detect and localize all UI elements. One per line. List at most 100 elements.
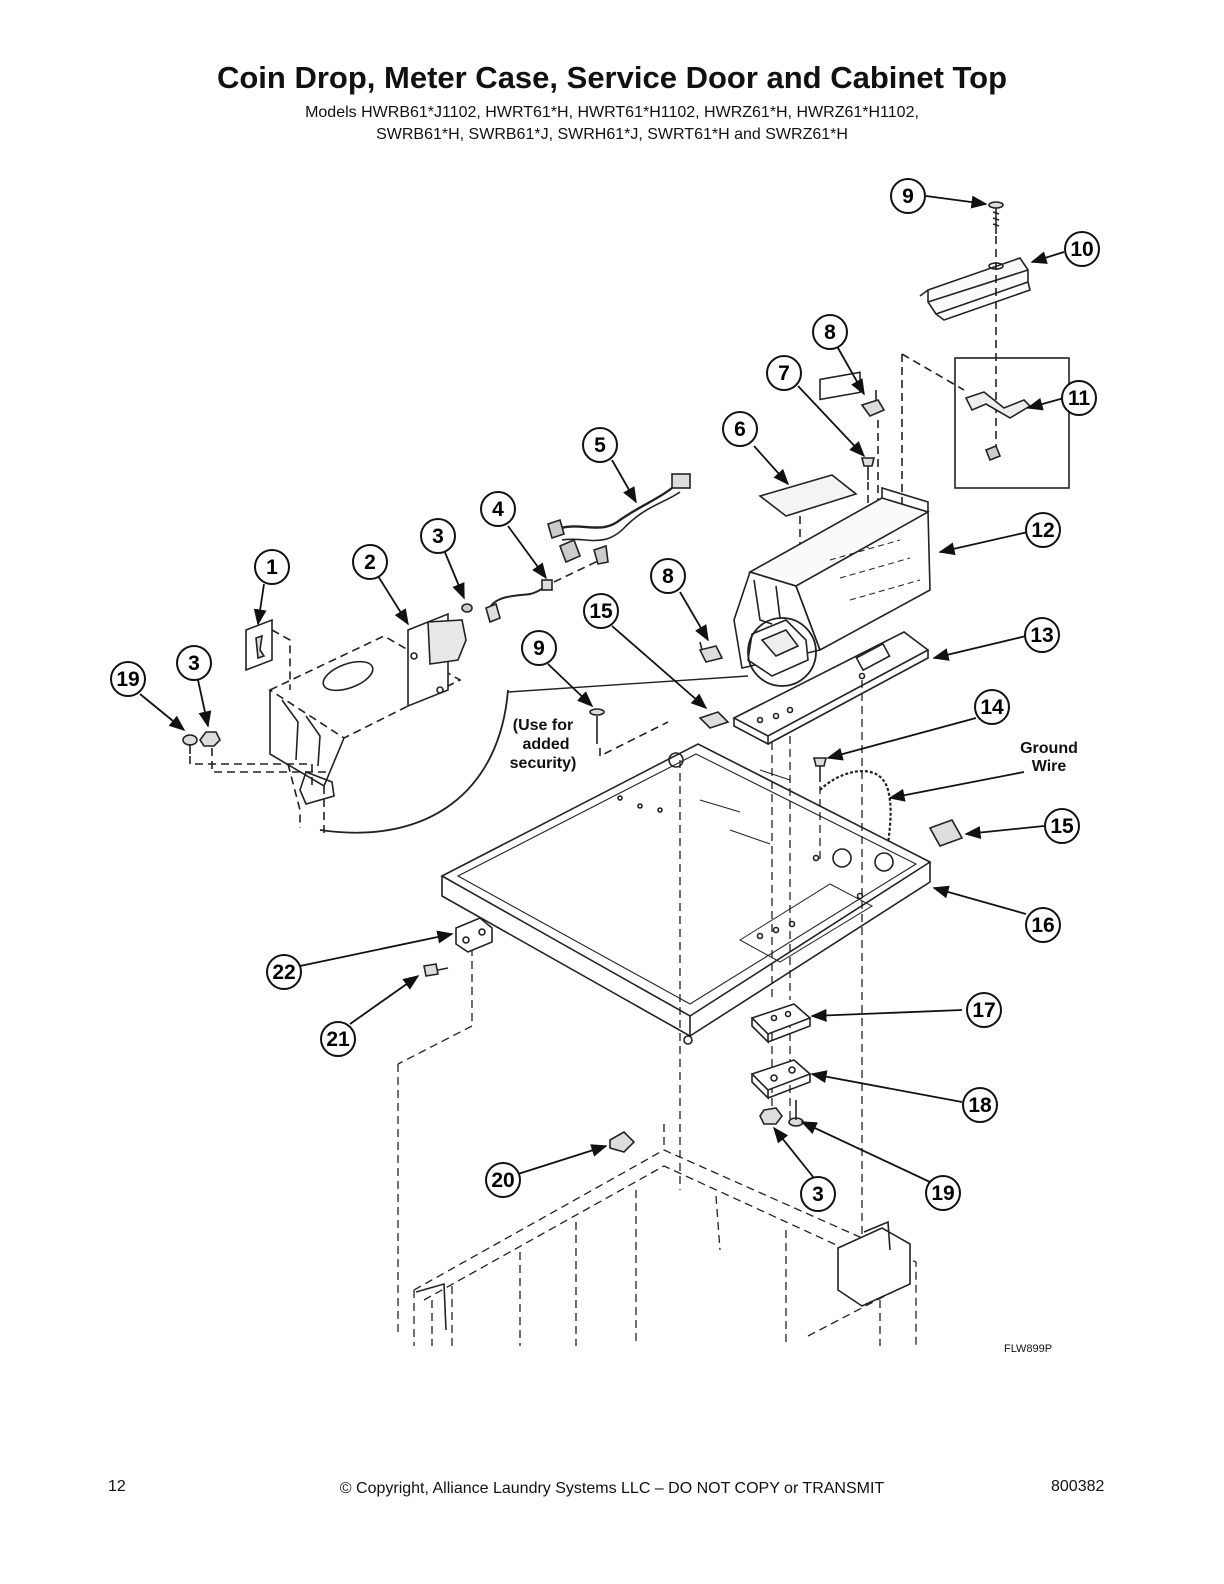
hinge-22	[455, 917, 493, 953]
callout-22: 22	[266, 954, 302, 990]
ground-wire	[819, 769, 892, 861]
service-door-10	[919, 257, 1031, 321]
svg-text:16: 16	[1031, 914, 1054, 937]
callout-8-top: 8	[812, 314, 848, 350]
svg-text:7: 7	[778, 362, 790, 385]
part-11-box	[954, 357, 1070, 489]
callout-6: 6	[722, 411, 758, 447]
note-ground-2: Wire	[1032, 758, 1067, 775]
note-use-for-2: added	[522, 736, 569, 753]
bolt-19-bottom	[788, 1100, 804, 1127]
svg-text:4: 4	[492, 498, 504, 521]
models-line-2: SWRB61*H, SWRB61*J, SWRH61*J, SWRT61*H a…	[376, 126, 848, 143]
copyright-notice: © Copyright, Alliance Laundry Systems LL…	[339, 1480, 885, 1497]
callout-17: 17	[966, 992, 1002, 1028]
svg-text:3: 3	[432, 525, 444, 548]
svg-text:10: 10	[1070, 238, 1093, 261]
svg-text:13: 13	[1030, 624, 1053, 647]
nut-3-bottom	[759, 1107, 783, 1125]
cabinet-frame	[413, 1149, 917, 1346]
svg-text:2: 2	[364, 551, 376, 574]
svg-text:9: 9	[902, 185, 914, 208]
svg-text:12: 12	[1031, 519, 1054, 542]
callout-10: 10	[1064, 231, 1100, 267]
svg-text:6: 6	[734, 418, 746, 441]
document-number: 800382	[1051, 1478, 1105, 1495]
meter-case-12	[733, 371, 931, 677]
clip-20	[609, 1131, 636, 1153]
detail-circle	[747, 617, 817, 687]
svg-text:15: 15	[589, 600, 613, 623]
label-15-upper	[698, 711, 730, 729]
parts-artwork	[182, 201, 1070, 1346]
label-6	[758, 474, 858, 517]
callout-15-right: 15	[1044, 808, 1080, 844]
screw-21	[423, 963, 449, 977]
svg-text:17: 17	[972, 999, 995, 1022]
frame-corner-left	[415, 1282, 447, 1331]
svg-text:9: 9	[533, 637, 545, 660]
label-15-right	[928, 819, 964, 847]
lock-bracket-11	[964, 391, 1032, 462]
callout-18: 18	[962, 1087, 998, 1123]
switch-8-lower	[698, 641, 724, 663]
callout-3-bottom: 3	[800, 1176, 836, 1212]
callout-3-left: 3	[176, 645, 212, 681]
page-title: Coin Drop, Meter Case, Service Door and …	[216, 60, 1008, 95]
note-use-for-1: (Use for	[513, 717, 573, 734]
callout-14: 14	[974, 689, 1010, 725]
coin-drop-housing	[268, 635, 462, 834]
coin-mechanism-2	[407, 612, 467, 708]
screw-7	[860, 457, 876, 480]
wire-harness-4	[485, 579, 553, 624]
alignment-lines	[397, 680, 863, 1336]
callout-21: 21	[320, 1021, 356, 1057]
callout-9-top: 9	[890, 178, 926, 214]
svg-text:3: 3	[188, 652, 200, 675]
svg-text:5: 5	[594, 434, 606, 457]
plate-17	[750, 1003, 812, 1044]
notes: (Use for added security) Ground Wire	[510, 717, 1078, 775]
callout-5: 5	[582, 427, 618, 463]
svg-text:3: 3	[812, 1183, 824, 1206]
callout-7: 7	[766, 355, 802, 391]
callout-4: 4	[480, 491, 516, 527]
svg-text:19: 19	[931, 1182, 954, 1205]
note-ground-1: Ground	[1020, 740, 1078, 757]
callouts: 9 10 8 7 11 5 6 4 3 12 1 2 8 15 13 19 3 …	[110, 178, 1100, 1212]
cabinet-frame-corner	[837, 1220, 911, 1307]
callout-9-lower: 9	[521, 630, 557, 666]
callout-11: 11	[1061, 380, 1097, 416]
nut-3-left	[199, 731, 221, 747]
svg-text:14: 14	[980, 696, 1004, 719]
svg-text:21: 21	[326, 1028, 350, 1051]
leader-lines	[139, 195, 1065, 1183]
models-line-1: Models HWRB61*J1102, HWRT61*H, HWRT61*H1…	[305, 104, 919, 121]
detail-arc	[319, 689, 509, 834]
plate-18	[750, 1059, 812, 1100]
callout-16: 16	[1025, 907, 1061, 943]
callout-12: 12	[1025, 512, 1061, 548]
callout-20: 20	[485, 1162, 521, 1198]
callout-8-lower: 8	[650, 558, 686, 594]
wire-harness-5	[547, 473, 691, 565]
svg-text:8: 8	[662, 565, 674, 588]
screw-9-lower	[589, 708, 605, 744]
callout-2: 2	[352, 544, 388, 580]
nut-3-upper	[461, 603, 473, 613]
note-use-for-3: security)	[510, 755, 577, 772]
svg-text:18: 18	[968, 1094, 992, 1117]
plate-1	[245, 618, 291, 690]
callout-19-bottom: 19	[925, 1175, 961, 1211]
svg-text:22: 22	[272, 961, 295, 984]
figure-code: FLW899P	[1004, 1343, 1053, 1355]
callout-1: 1	[254, 549, 290, 585]
svg-text:11: 11	[1068, 387, 1091, 410]
callout-19-left: 19	[110, 661, 146, 697]
bolt-19-left	[182, 734, 198, 754]
switch-8-top	[860, 390, 886, 417]
screw-14	[812, 757, 828, 782]
page-number: 12	[108, 1478, 126, 1495]
svg-text:15: 15	[1050, 815, 1074, 838]
